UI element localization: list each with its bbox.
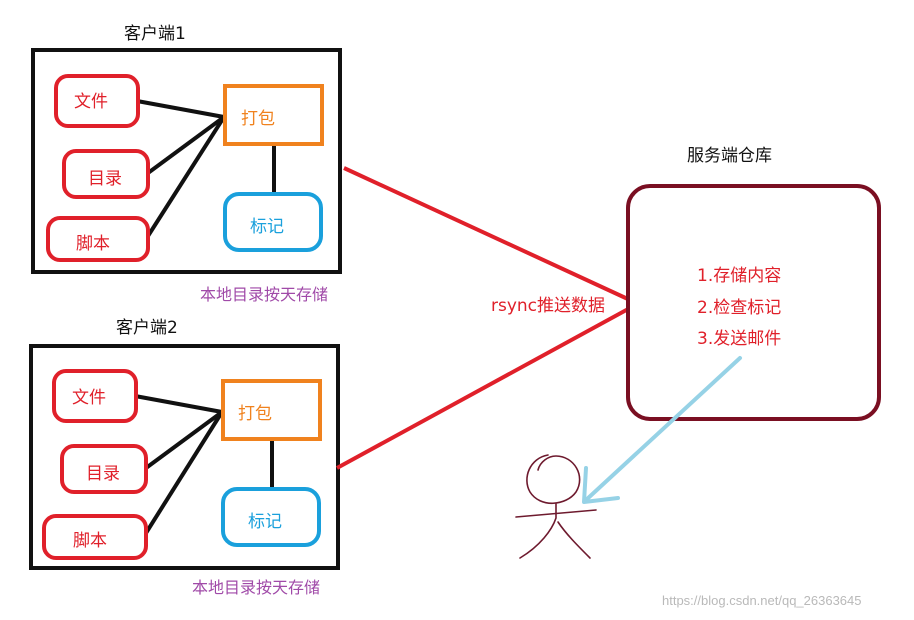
watermark: https://blog.csdn.net/qq_26363645 [662, 593, 862, 608]
client-2-line-file-pack [134, 394, 223, 414]
client-2-mark-node [221, 487, 321, 547]
transfer-label: rsync推送数据 [491, 296, 605, 316]
client-2-storage-note: 本地目录按天存储 [192, 578, 320, 597]
client-1-pack-label: 打包 [241, 109, 275, 129]
transfer-line-client-1 [343, 166, 631, 302]
client-2-line-dir-pack [144, 410, 224, 470]
client-2-script-label: 脚本 [73, 531, 107, 551]
client-1-group: 客户端1 文件 目录 脚本 打包 标记 本地目录按天存储 [31, 24, 342, 304]
client-2-file-label: 文件 [72, 388, 106, 408]
server-title: 服务端仓库 [687, 146, 772, 166]
person-stick-figure-icon [515, 454, 597, 559]
client-1-mark-node [223, 192, 323, 252]
client-2-box [29, 344, 340, 570]
client-2-script-node [42, 514, 148, 560]
server-step-3: 3.发送邮件 [697, 329, 781, 349]
client-1-box [31, 48, 342, 274]
client-2-title: 客户端2 [116, 318, 178, 338]
client-1-line-dir-pack [146, 115, 226, 175]
client-1-script-label: 脚本 [76, 234, 110, 254]
client-1-script-node [46, 216, 150, 262]
client-2-pack-label: 打包 [238, 404, 272, 424]
client-2-group: 客户端2 文件 目录 脚本 打包 标记 本地目录按天存储 [29, 318, 340, 597]
client-2-pack-node [221, 379, 322, 441]
client-1-storage-note: 本地目录按天存储 [200, 285, 328, 304]
client-2-file-node [52, 369, 138, 423]
client-1-title: 客户端1 [124, 24, 186, 44]
server-box [626, 184, 881, 421]
server-step-2: 2.检查标记 [697, 298, 781, 318]
client-1-dir-node [62, 149, 150, 199]
client-1-file-node [54, 74, 140, 128]
client-1-line-file-pack [136, 99, 225, 119]
client-2-mark-label: 标记 [248, 512, 282, 532]
client-2-dir-node [60, 444, 148, 494]
client-1-dir-label: 目录 [88, 169, 122, 189]
client-1-file-label: 文件 [74, 92, 108, 112]
server-group: 服务端仓库 1.存储内容 2.检查标记 3.发送邮件 [626, 146, 881, 421]
client-1-pack-node [223, 84, 324, 146]
server-step-1: 1.存储内容 [697, 266, 781, 286]
client-1-mark-label: 标记 [250, 217, 284, 237]
client-1-line-script-pack [146, 115, 226, 238]
client-2-line-script-pack [144, 410, 224, 535]
arrow-down-left-icon [582, 356, 742, 504]
client-2-dir-label: 目录 [86, 464, 120, 484]
transfer-line-client-2 [336, 306, 631, 470]
